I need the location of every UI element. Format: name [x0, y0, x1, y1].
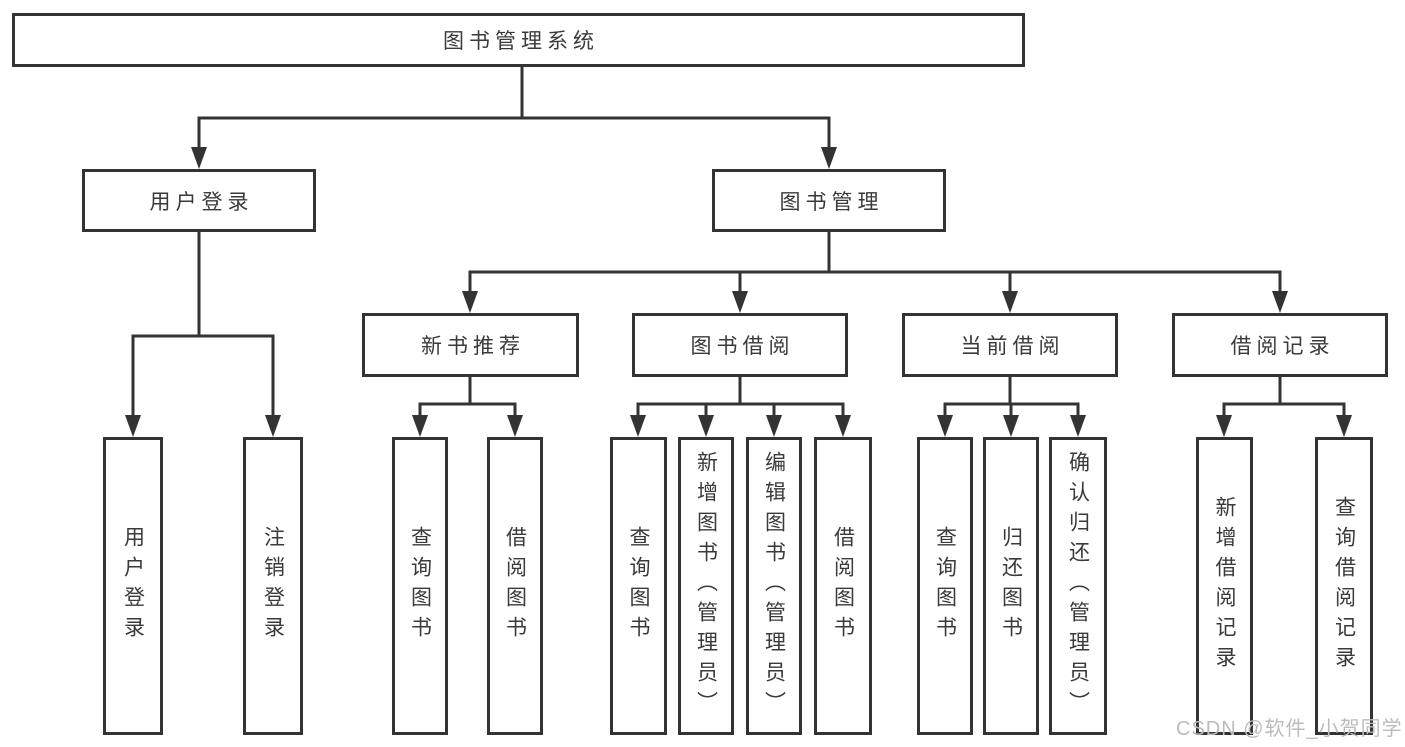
node-borrow-record: 借阅记录	[1172, 313, 1388, 377]
leaf-borrow-books-recommend-label: 借阅图书	[503, 526, 527, 646]
leaf-return-books-label: 归还图书	[999, 526, 1023, 646]
leaf-query-books-borrow: 查询图书	[610, 437, 667, 735]
leaf-return-books: 归还图书	[983, 437, 1039, 735]
leaf-add-books-admin-label: 新增图书（管理员）	[694, 451, 718, 721]
leaf-query-books-current-label: 查询图书	[933, 526, 957, 646]
arrowheads	[125, 147, 1352, 437]
leaf-query-borrow-record-label: 查询借阅记录	[1332, 496, 1356, 676]
leaf-user-login-label: 用户登录	[121, 526, 145, 646]
leaf-add-books-admin: 新增图书（管理员）	[678, 437, 734, 735]
leaf-confirm-return-admin: 确认归还（管理员）	[1049, 437, 1107, 735]
leaf-confirm-return-admin-label: 确认归还（管理员）	[1066, 451, 1090, 721]
leaf-borrow-books-label: 借阅图书	[831, 526, 855, 646]
leaf-query-books-recommend: 查询图书	[392, 437, 448, 735]
leaf-query-books-recommend-label: 查询图书	[408, 526, 432, 646]
node-root-library-system: 图书管理系统	[12, 13, 1025, 67]
leaf-logout: 注销登录	[243, 437, 303, 735]
node-user-login: 用户登录	[82, 169, 316, 232]
node-book-management: 图书管理	[712, 169, 946, 232]
node-current-borrow-label: 当前借阅	[960, 335, 1065, 358]
node-book-borrow-label: 图书借阅	[690, 335, 795, 358]
csdn-watermark: CSDN @软件_小贺同学	[1176, 718, 1403, 740]
node-current-borrow: 当前借阅	[902, 313, 1118, 377]
node-new-book-recommend: 新书推荐	[362, 313, 579, 377]
node-root-label: 图书管理系统	[443, 30, 599, 53]
leaf-add-borrow-record: 新增借阅记录	[1196, 437, 1253, 735]
leaf-query-books-borrow-label: 查询图书	[627, 526, 650, 646]
leaf-edit-books-admin-label: 编辑图书（管理员）	[762, 451, 786, 721]
connector-paths	[131, 67, 1346, 420]
leaf-query-borrow-record: 查询借阅记录	[1315, 437, 1373, 735]
node-book-borrow: 图书借阅	[632, 313, 848, 377]
leaf-user-login: 用户登录	[103, 437, 163, 735]
leaf-edit-books-admin: 编辑图书（管理员）	[746, 437, 802, 735]
leaf-add-borrow-record-label: 新增借阅记录	[1213, 496, 1236, 676]
node-book-management-label: 图书管理	[779, 190, 884, 214]
node-borrow-record-label: 借阅记录	[1230, 335, 1335, 358]
leaf-logout-label: 注销登录	[261, 526, 285, 646]
node-user-login-label: 用户登录	[149, 190, 254, 214]
leaf-borrow-books: 借阅图书	[814, 437, 872, 735]
leaf-query-books-current: 查询图书	[917, 437, 973, 735]
leaf-borrow-books-recommend: 借阅图书	[487, 437, 543, 735]
node-new-book-recommend-label: 新书推荐	[421, 335, 525, 358]
